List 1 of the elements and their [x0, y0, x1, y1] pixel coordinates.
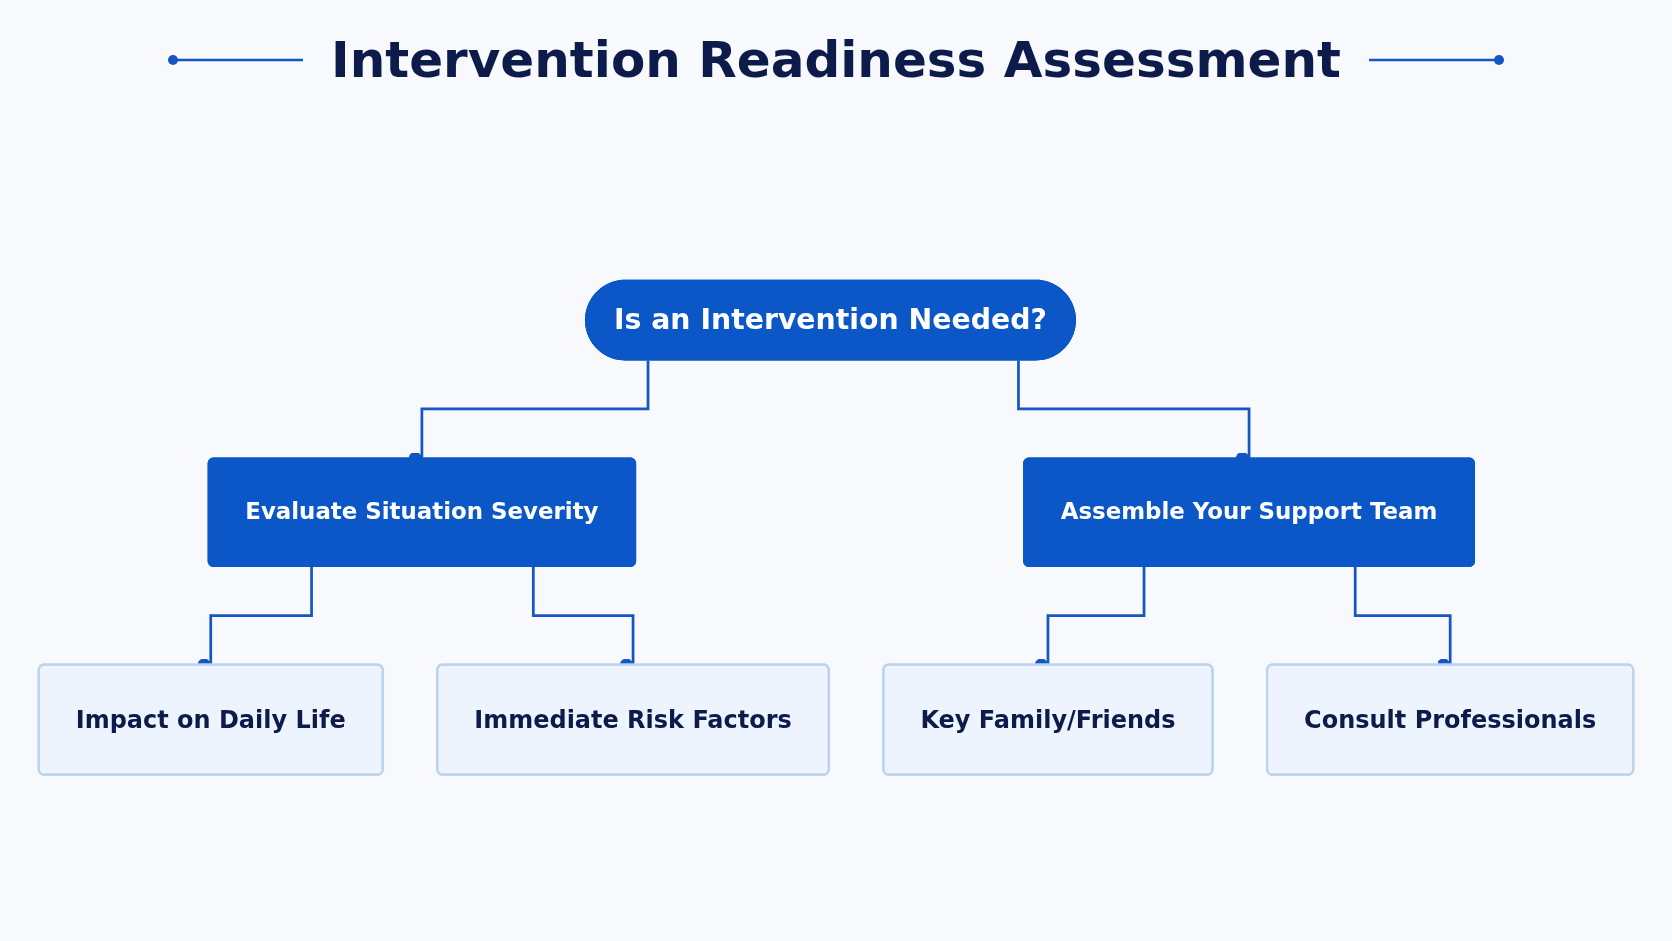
title: Intervention Readiness Assessment — [331, 31, 1341, 89]
